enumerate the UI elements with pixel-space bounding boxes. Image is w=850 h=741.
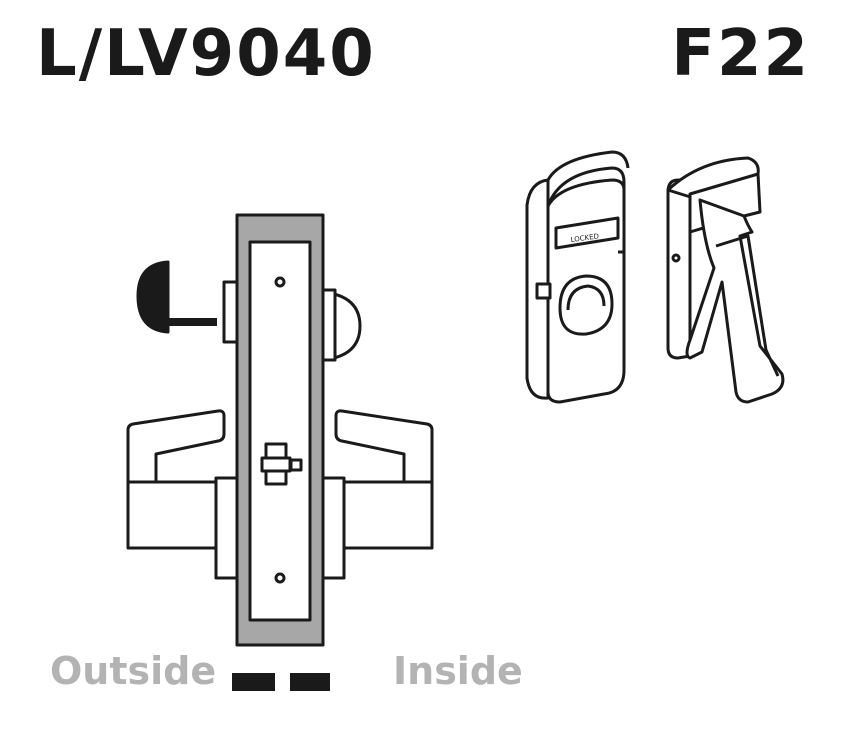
- model-number: L/LV9040: [36, 17, 376, 91]
- indicator-window: [554, 216, 620, 250]
- inside-rose: [321, 476, 346, 580]
- function-code: F22: [671, 17, 810, 91]
- trim-perspective: LOCKED: [525, 150, 785, 404]
- inside-label: Inside: [393, 649, 523, 693]
- outside-lever-lower: [126, 480, 216, 550]
- cylinder-hole-inner: [566, 284, 606, 311]
- auxiliary-latch: [289, 458, 303, 472]
- door-line-dash-left: [232, 673, 275, 691]
- lever-handle-inner: [715, 234, 780, 377]
- lever-trim-side: [666, 178, 692, 360]
- indicator-bezel-top: [546, 178, 626, 207]
- lever-trim-top: [666, 156, 760, 202]
- outside-turn-rose: [222, 280, 239, 344]
- door-line-dash-right: [290, 673, 330, 691]
- faceplate-screw-bottom: [274, 572, 286, 584]
- outside-rose: [214, 476, 239, 580]
- lever-set-screw: [671, 253, 681, 263]
- outside-turn-knob: [136, 260, 170, 334]
- faceplate-screw-top: [274, 276, 286, 288]
- inside-lever: [334, 409, 434, 504]
- faceplate: [248, 240, 312, 622]
- escutcheon-side-tab: [535, 282, 552, 300]
- inside-thumbturn-rose: [321, 288, 337, 362]
- indicator-label: LOCKED: [570, 232, 599, 244]
- lever-handle: [685, 198, 785, 404]
- outside-label: Outside: [50, 649, 217, 693]
- indicator-escutcheon-back: [546, 150, 630, 181]
- latch-bolt-guard: [260, 456, 292, 473]
- outside-turn-stem: [165, 318, 217, 326]
- outside-lever: [126, 409, 226, 504]
- mortise-lock-diagram: [126, 213, 434, 647]
- inside-lever-lower: [342, 480, 434, 550]
